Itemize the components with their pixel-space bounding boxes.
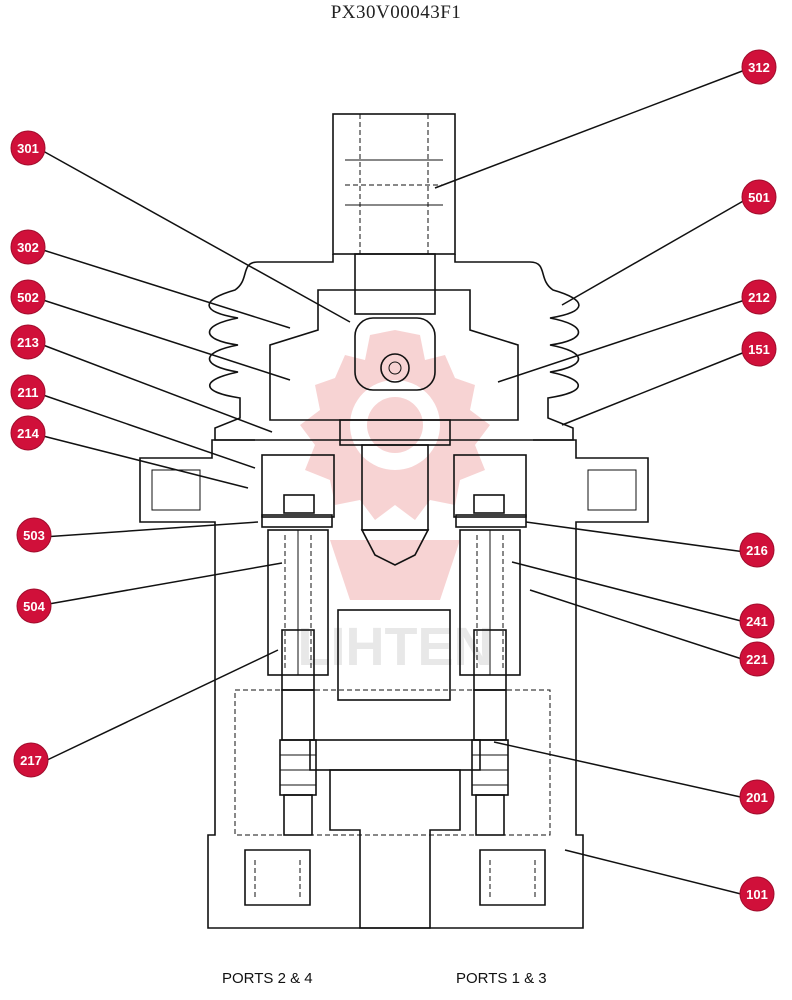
svg-text:221: 221 <box>746 652 768 667</box>
callout-501: 501 <box>741 179 777 215</box>
callout-503: 503 <box>16 517 52 553</box>
callout-213: 213 <box>10 324 46 360</box>
plate-assembly <box>269 289 519 566</box>
callout-221: 221 <box>739 641 775 677</box>
drawing-number: PX30V00043F1 <box>330 2 462 23</box>
svg-text:501: 501 <box>748 190 770 205</box>
svg-text:211: 211 <box>18 385 39 400</box>
callout-151: 151 <box>741 331 777 367</box>
svg-text:301: 301 <box>17 141 39 156</box>
callout-216: 216 <box>739 532 775 568</box>
svg-text:217: 217 <box>20 753 42 768</box>
callout-504: 504 <box>16 588 52 624</box>
watermark-text: LIHTEN <box>298 617 493 677</box>
callout-312: 312 <box>741 49 777 85</box>
valve-body <box>139 439 649 929</box>
ports-left-label: PORTS 2 & 4 <box>222 970 313 987</box>
svg-text:502: 502 <box>17 290 39 305</box>
svg-text:214: 214 <box>17 426 39 441</box>
svg-text:213: 213 <box>17 335 39 350</box>
callouts: 312 301 501 302 212 502 151 213 211 214 … <box>10 49 777 912</box>
watermark-gear-logo <box>300 330 490 600</box>
leader-lines <box>42 69 746 896</box>
svg-text:151: 151 <box>748 342 770 357</box>
callout-502: 502 <box>10 279 46 315</box>
svg-text:302: 302 <box>17 240 39 255</box>
svg-text:212: 212 <box>748 290 770 305</box>
top-stem <box>332 113 456 315</box>
callout-201: 201 <box>739 779 775 815</box>
callout-217: 217 <box>13 742 49 778</box>
svg-text:503: 503 <box>23 528 45 543</box>
callout-214: 214 <box>10 415 46 451</box>
svg-text:216: 216 <box>746 543 768 558</box>
callout-301: 301 <box>10 130 46 166</box>
callout-211: 211 <box>10 374 46 410</box>
callout-302: 302 <box>10 229 46 265</box>
ports-right-label: PORTS 1 & 3 <box>456 970 547 987</box>
svg-text:504: 504 <box>23 599 45 614</box>
callout-101: 101 <box>739 876 775 912</box>
svg-text:241: 241 <box>746 614 768 629</box>
svg-text:201: 201 <box>746 790 768 805</box>
svg-text:312: 312 <box>748 60 770 75</box>
callout-241: 241 <box>739 603 775 639</box>
right-spool <box>453 454 546 906</box>
callout-212: 212 <box>741 279 777 315</box>
svg-text:101: 101 <box>746 887 768 902</box>
rubber-boot <box>208 254 580 441</box>
left-spool <box>244 454 335 906</box>
